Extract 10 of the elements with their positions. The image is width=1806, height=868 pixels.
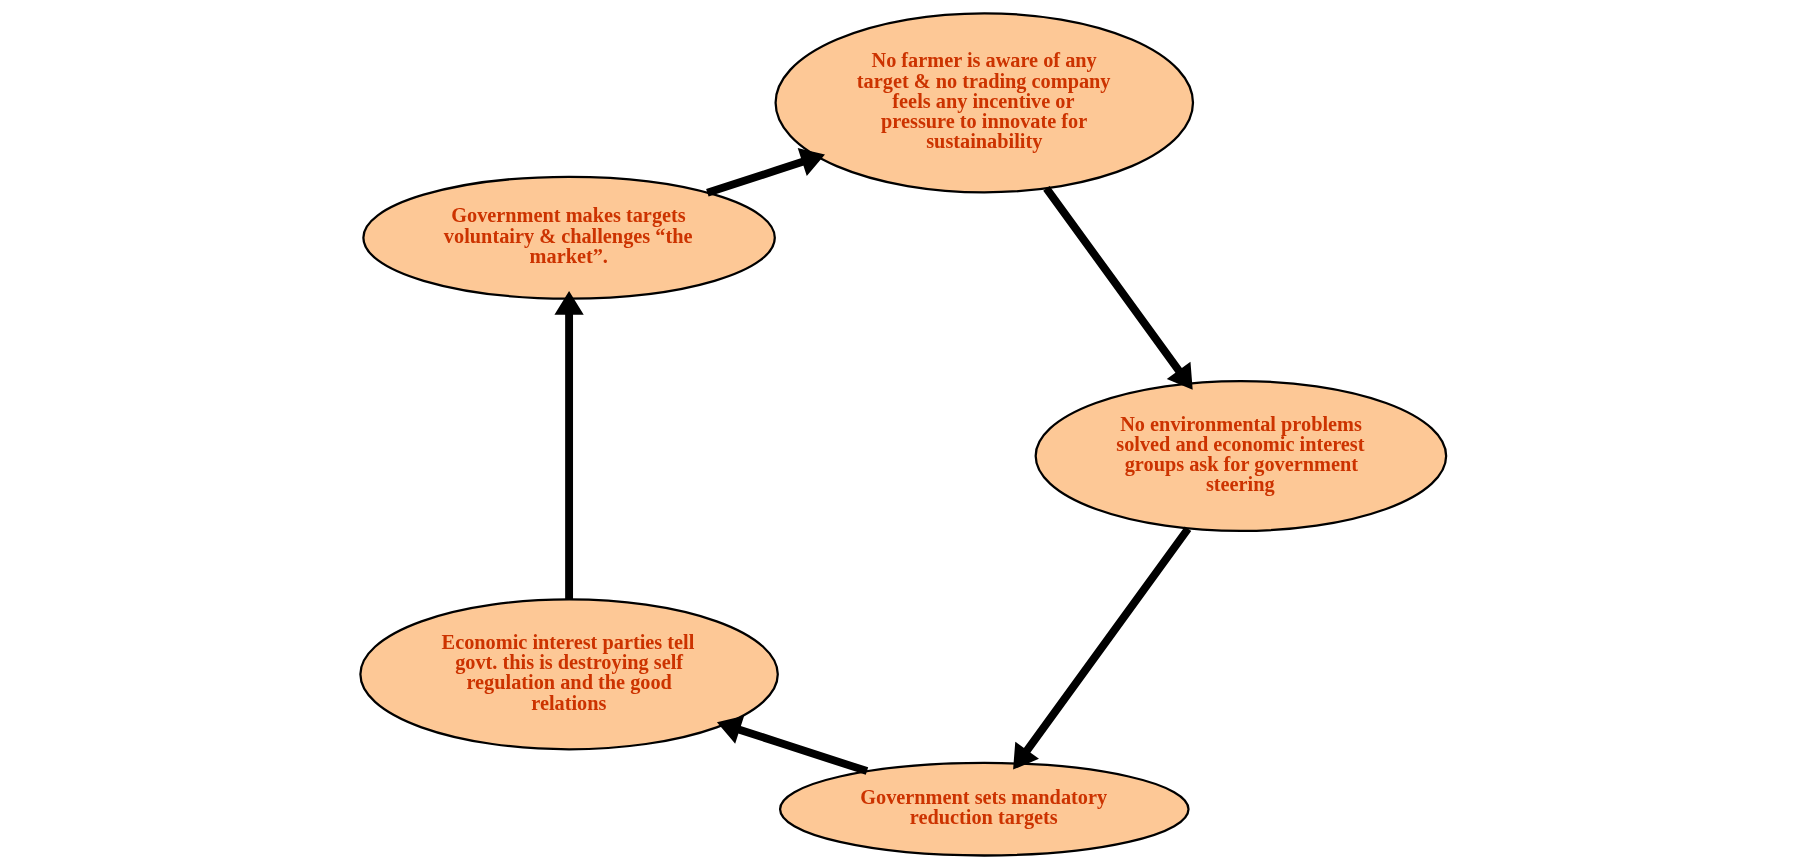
node-ellipse: No environmental problems solved and economic interest groups ask for government steering <box>1034 379 1448 532</box>
arrow <box>554 290 584 599</box>
arrow <box>1043 185 1193 390</box>
node-ellipse: Government makes targets voluntairy & challenges “the market”. <box>362 175 776 300</box>
arrow <box>706 147 825 197</box>
node-ellipse: Economic interest parties tell govt. this is destroying self regulation and the good relations <box>359 597 779 750</box>
node-ellipse: Government sets mandatory reduction targets <box>778 761 1190 857</box>
arrow <box>716 715 869 775</box>
arrow <box>1013 525 1192 770</box>
node-ellipse: No farmer is aware of any target & no trading company feels any incentive or pressure to innovate for sustainability <box>774 11 1195 193</box>
